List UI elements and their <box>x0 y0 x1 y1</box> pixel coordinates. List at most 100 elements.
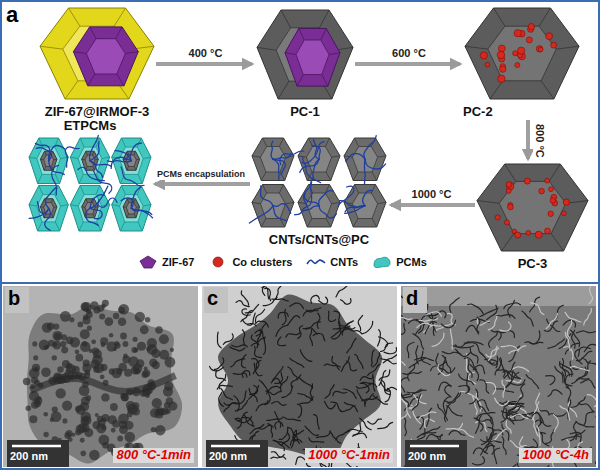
cnt-strand <box>553 415 558 432</box>
illustration <box>40 8 154 99</box>
nanoparticle <box>80 438 85 443</box>
cnt-strand <box>341 321 353 333</box>
nanoparticle <box>99 313 105 319</box>
polyhedron-edge <box>60 205 68 206</box>
polyhedron-edge <box>112 205 120 206</box>
letter-ground <box>204 287 228 313</box>
cnt-strand <box>487 437 501 443</box>
legend-item: PCMs <box>372 255 427 269</box>
cnt-strand <box>563 347 573 360</box>
co-cluster <box>551 42 557 48</box>
cnt-strand <box>131 187 140 208</box>
cnt-strand <box>263 338 265 354</box>
nanoparticle <box>117 436 123 442</box>
polyhedron-edge <box>93 214 95 218</box>
nanoparticle <box>89 450 100 461</box>
cnt-strand <box>548 390 562 397</box>
cnt-strand <box>313 333 325 340</box>
cnt-strand <box>224 403 236 412</box>
tem-ground <box>3 286 198 467</box>
polyhedron-edge <box>114 8 125 26</box>
cnt-strand <box>403 401 411 418</box>
label-box: c <box>207 287 218 310</box>
polyhedron-edge <box>134 151 136 155</box>
cnt-strand <box>494 448 500 463</box>
polyhedron-edge <box>79 222 83 231</box>
cnt-strand <box>275 440 290 447</box>
polyhedron-edge <box>134 166 136 170</box>
nanoparticle <box>118 413 129 424</box>
polyhedron <box>29 186 68 232</box>
cnt-strand <box>333 391 347 395</box>
cnt-strand <box>578 403 593 412</box>
polyhedron-edge <box>332 202 340 203</box>
cnt-strand <box>546 429 554 443</box>
nanoparticle <box>135 312 145 322</box>
cnt-strand <box>130 143 141 161</box>
cnt-strand <box>242 418 253 427</box>
label-box: 1000 °C-1min <box>305 448 393 463</box>
polyhedron <box>70 186 109 232</box>
cnt-strand <box>575 349 582 364</box>
polyhedron-edge <box>137 138 141 147</box>
cnt-strand <box>280 151 304 164</box>
tem-ground <box>401 286 596 467</box>
cnt-strand <box>94 171 112 193</box>
cnt-strand <box>299 378 312 389</box>
polyhedron-edge <box>70 205 78 206</box>
polyhedron <box>73 27 138 86</box>
co-cluster <box>508 204 514 210</box>
cnt-strand <box>459 374 474 384</box>
co-cluster <box>526 37 532 43</box>
nanoparticle <box>170 348 174 352</box>
cnt-strand <box>506 417 511 434</box>
polyhedron-edge <box>307 219 312 228</box>
cnt-strand <box>115 151 131 161</box>
panel-letter: b <box>8 287 20 310</box>
polyhedron-edge <box>82 206 85 208</box>
cnt-strand <box>273 159 279 179</box>
nanoparticle <box>150 408 159 417</box>
cnt-strand <box>384 348 397 354</box>
cnt-strand <box>504 371 521 379</box>
polyhedron <box>298 138 340 181</box>
cnt-strand <box>288 316 300 325</box>
cnt-strand <box>319 206 336 218</box>
cnt-strand <box>506 401 523 407</box>
cnt-strand <box>445 385 451 397</box>
cnt-strand <box>470 365 478 381</box>
nanoparticle <box>87 326 92 331</box>
co-cluster <box>535 231 542 238</box>
legend-swatch <box>372 255 392 269</box>
cnt-strand <box>423 427 440 435</box>
cnt-strand <box>562 436 581 440</box>
cnt-strand <box>347 338 356 352</box>
nanoparticle <box>110 403 118 411</box>
cnt-strand <box>356 384 371 389</box>
cnt-strand <box>311 295 320 303</box>
co-cluster <box>500 66 506 72</box>
cnt-strand <box>347 328 362 334</box>
nanoparticle <box>165 409 170 414</box>
condition-label: PCMs encapsulation <box>156 169 246 180</box>
cnt-strand <box>278 337 286 346</box>
cnt-strand <box>499 359 505 377</box>
cnt-strand <box>286 333 300 338</box>
cnt-strand <box>403 372 421 375</box>
cnt-strand <box>489 332 498 347</box>
co-cluster <box>498 75 505 82</box>
polyhedron-edge <box>326 219 331 228</box>
cnt-strand <box>511 414 528 418</box>
cnt-strand <box>565 343 578 354</box>
letter-ground <box>5 287 29 313</box>
nanoparticle <box>124 369 132 377</box>
legend-text: CNTs <box>330 256 358 268</box>
condition-label-box: 800 °C <box>533 123 546 159</box>
cnt-strand <box>245 304 258 312</box>
nanoparticle <box>98 419 106 427</box>
nanoparticle <box>123 354 128 359</box>
particle <box>401 306 596 467</box>
scale-ground <box>206 440 268 467</box>
